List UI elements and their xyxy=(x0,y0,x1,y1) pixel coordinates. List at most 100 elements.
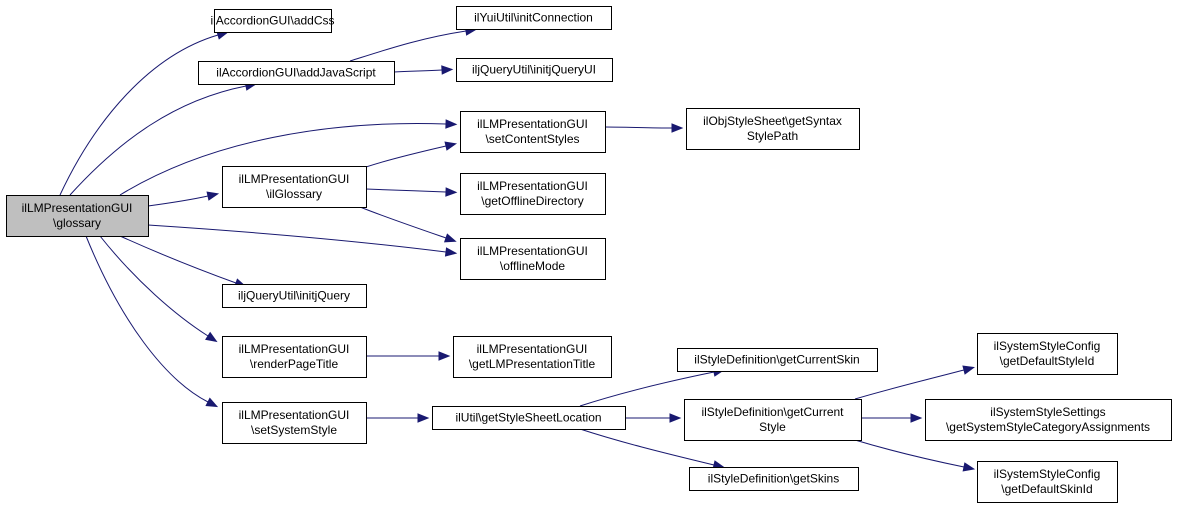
node-setContent[interactable]: ilLMPresentationGUI\setContentStyles xyxy=(460,111,606,153)
node-offlineMode[interactable]: ilLMPresentationGUI\offlineMode xyxy=(460,238,606,280)
edge-line xyxy=(147,195,209,207)
node-box xyxy=(684,399,862,441)
edge-line xyxy=(365,145,447,168)
node-box xyxy=(686,108,860,150)
arrowhead-icon xyxy=(910,413,923,423)
node-box xyxy=(222,166,367,208)
node-label-line: \glossary xyxy=(53,216,101,230)
node-offlineDir[interactable]: ilLMPresentationGUI\getOfflineDirectory xyxy=(460,173,606,215)
node-box xyxy=(460,111,606,153)
node-label-line: \setContentStyles xyxy=(485,132,579,146)
node-label-line: ilAccordionGUI\addCss xyxy=(210,14,334,28)
node-box xyxy=(977,333,1118,375)
node-ilGlossary[interactable]: ilLMPresentationGUI\ilGlossary xyxy=(222,166,367,208)
node-box xyxy=(6,195,149,237)
node-lmTitle[interactable]: ilLMPresentationGUI\getLMPresentationTit… xyxy=(453,336,612,378)
edge-line xyxy=(854,369,965,400)
arrowhead-icon xyxy=(417,413,430,423)
edge-ilGlossary-to-offlineMode xyxy=(359,206,457,243)
arrowhead-icon xyxy=(443,233,457,243)
node-sysStyle[interactable]: ilLMPresentationGUI\setSystemStyle xyxy=(222,402,367,444)
node-jquery[interactable]: iljQueryUtil\initjQuery xyxy=(222,284,367,308)
node-defSkinId[interactable]: ilSystemStyleConfig\getDefaultSkinId xyxy=(977,461,1118,503)
edge-sysStyle-to-styleLoc xyxy=(366,413,430,423)
node-styleLoc[interactable]: ilUtil\getStyleSheetLocation xyxy=(432,406,626,430)
node-label-line: ilStyleDefinition\getCurrent xyxy=(701,405,844,419)
node-label-line: ilLMPresentationGUI xyxy=(22,201,133,215)
node-defStyleId[interactable]: ilSystemStyleConfig\getDefaultStyleId xyxy=(977,333,1118,375)
node-label-line: ilLMPresentationGUI xyxy=(477,342,588,356)
edge-line xyxy=(393,69,443,73)
arrowhead-icon xyxy=(671,123,684,133)
node-jqueryUI[interactable]: iljQueryUtil\initjQueryUI xyxy=(456,58,613,82)
node-box xyxy=(460,173,606,215)
node-label-line: \getDefaultSkinId xyxy=(1001,482,1092,496)
node-renderTitle[interactable]: ilLMPresentationGUI\renderPageTitle xyxy=(222,336,367,378)
node-label-line: iljQueryUtil\initjQueryUI xyxy=(472,63,596,77)
node-box xyxy=(677,348,878,372)
edge-addJs-to-jqueryUI xyxy=(393,65,454,75)
edge-styleLoc-to-curStyle xyxy=(625,413,682,423)
edge-root-to-renderTitle xyxy=(99,235,218,343)
node-box xyxy=(222,284,367,308)
edge-line xyxy=(365,188,447,193)
node-box xyxy=(214,9,332,33)
node-label-line: ilObjStyleSheet\getSyntax xyxy=(703,114,842,128)
arrowhead-icon xyxy=(444,247,458,257)
node-label-line: \ilGlossary xyxy=(266,187,322,201)
node-box xyxy=(977,461,1118,503)
node-box xyxy=(689,467,859,491)
node-label-line: \getDefaultStyleId xyxy=(1000,354,1095,368)
edge-curStyle-to-catAssign xyxy=(861,413,923,423)
node-label-line: \getLMPresentationTitle xyxy=(469,357,596,371)
node-label-line: ilStyleDefinition\getCurrentSkin xyxy=(694,353,859,367)
node-addJs[interactable]: ilAccordionGUI\addJavaScript xyxy=(198,61,395,85)
arrowhead-icon xyxy=(962,462,976,472)
node-label-line: StylePath xyxy=(747,129,798,143)
edge-renderTitle-to-lmTitle xyxy=(366,351,451,361)
node-box xyxy=(222,336,367,378)
node-layer: ilLMPresentationGUI\glossaryilAccordionG… xyxy=(6,6,1172,503)
node-catAssign[interactable]: ilSystemStyleSettings\getSystemStyleCate… xyxy=(925,399,1172,441)
edge-line xyxy=(604,126,673,129)
edge-line xyxy=(854,439,965,468)
node-label-line: ilLMPresentationGUI xyxy=(239,172,350,186)
edge-line xyxy=(85,235,209,403)
edge-line xyxy=(349,30,467,62)
edge-root-to-sysStyle xyxy=(85,235,219,408)
node-box xyxy=(222,402,367,444)
edge-root-to-setContent xyxy=(119,119,458,196)
node-label-line: ilSystemStyleConfig xyxy=(994,467,1101,481)
edge-line xyxy=(119,123,447,196)
node-box xyxy=(460,238,606,280)
node-label-line: Style xyxy=(759,420,786,434)
arrowhead-icon xyxy=(441,65,454,75)
edge-line xyxy=(359,206,447,239)
node-label-line: ilLMPresentationGUI xyxy=(477,244,588,258)
arrowhead-icon xyxy=(205,331,218,343)
node-addCss[interactable]: ilAccordionGUI\addCss xyxy=(210,9,335,33)
node-label-line: ilLMPresentationGUI xyxy=(239,342,350,356)
edge-root-to-ilGlossary xyxy=(147,191,220,207)
arrowhead-icon xyxy=(206,191,220,201)
node-label-line: \renderPageTitle xyxy=(250,357,339,371)
node-skins[interactable]: ilStyleDefinition\getSkins xyxy=(689,467,859,491)
node-root[interactable]: ilLMPresentationGUI\glossary xyxy=(6,195,149,237)
edge-line xyxy=(579,428,715,466)
node-label-line: ilLMPresentationGUI xyxy=(477,179,588,193)
node-yuiInit[interactable]: ilYuiUtil\initConnection xyxy=(456,6,612,30)
edge-root-to-addCss xyxy=(59,30,229,196)
arrowhead-icon xyxy=(444,141,458,151)
edge-curStyle-to-defSkinId xyxy=(854,439,976,472)
node-label-line: \setSystemStyle xyxy=(251,423,337,437)
edge-line xyxy=(147,224,447,253)
node-label-line: \getOfflineDirectory xyxy=(481,194,584,208)
node-label-line: \offlineMode xyxy=(500,259,565,273)
node-label-line: ilSystemStyleConfig xyxy=(994,339,1101,353)
node-box xyxy=(453,336,612,378)
node-curSkin[interactable]: ilStyleDefinition\getCurrentSkin xyxy=(677,348,878,372)
arrowhead-icon xyxy=(205,397,219,408)
node-label-line: ilYuiUtil\initConnection xyxy=(474,11,593,25)
